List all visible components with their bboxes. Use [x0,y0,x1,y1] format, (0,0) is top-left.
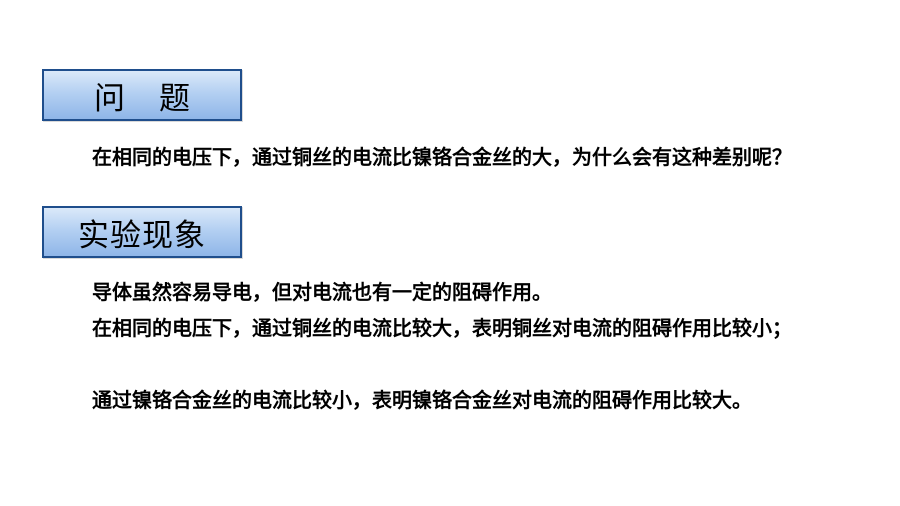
problem-heading: 问题 [42,69,242,121]
question-paragraph: 在相同的电压下，通过铜丝的电流比镍铬合金丝的大，为什么会有这种差别呢？ [92,145,792,169]
resistance-paragraph: 导体虽然容易导电，但对电流也有一定的阻碍作用。 [92,280,552,304]
phenomenon-heading: 实验现象 [42,206,242,258]
copper-paragraph: 在相同的电压下，通过铜丝的电流比较大，表明铜丝对电流的阻碍作用比较小； [92,316,792,340]
nichrome-paragraph: 通过镍铬合金丝的电流比较小，表明镍铬合金丝对电流的阻碍作用比较大。 [92,388,752,412]
